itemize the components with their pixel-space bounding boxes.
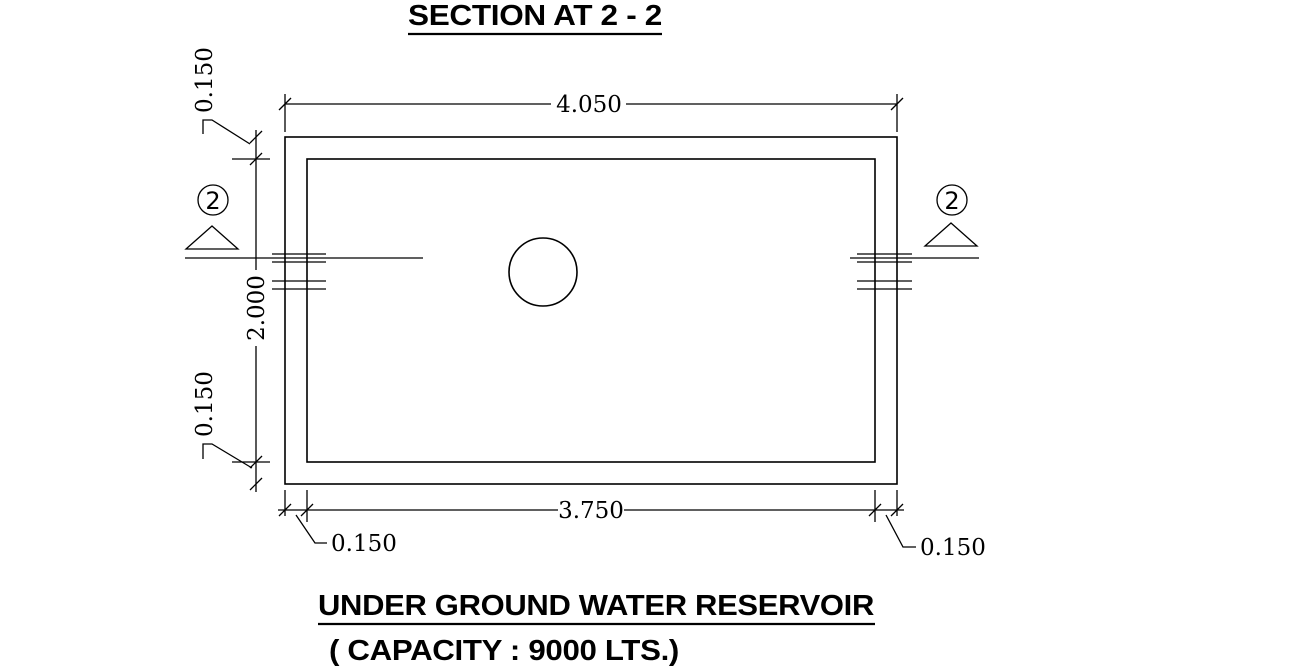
manhole-opening xyxy=(508,237,578,307)
dimension-inner-width: 3.750 xyxy=(278,490,904,524)
dimension-inner-height: 2.000 xyxy=(232,130,270,492)
dimension-wall-left: 0.150 xyxy=(295,514,397,557)
section-marker-right-triangle-icon xyxy=(923,222,979,247)
tank-outer-wall xyxy=(284,136,898,485)
dimension-wall-bottom-label: 0.150 xyxy=(192,371,218,437)
caption-subtitle: ( CAPACITY : 9000 LTS.) xyxy=(329,635,679,667)
dimension-wall-right-label: 0.150 xyxy=(920,535,986,561)
section-marker-left-label: 2 xyxy=(205,187,220,215)
dimension-wall-right: 0.150 xyxy=(885,514,986,561)
dimension-inner-width-label: 3.750 xyxy=(558,498,624,524)
section-marker-right: 2 xyxy=(923,184,979,247)
section-marker-left: 2 xyxy=(184,184,240,250)
right-pipe-outlet xyxy=(850,253,979,290)
section-marker-left-triangle-icon xyxy=(184,225,240,250)
dimension-wall-top: 0.150 xyxy=(192,47,251,145)
dimension-wall-left-label: 0.150 xyxy=(331,531,397,557)
dimension-overall-width: 4.050 xyxy=(278,92,904,132)
left-pipe-inlet xyxy=(185,253,423,290)
caption-title: UNDER GROUND WATER RESERVOIR xyxy=(318,590,874,622)
section-title: SECTION AT 2 - 2 xyxy=(408,0,662,32)
dimension-inner-height-label: 2.000 xyxy=(244,275,270,341)
dimension-wall-top-label: 0.150 xyxy=(192,47,218,113)
dimension-wall-bottom: 0.150 xyxy=(192,371,253,469)
tank-inner-wall xyxy=(306,158,876,463)
section-marker-right-label: 2 xyxy=(944,187,959,215)
dimension-overall-width-label: 4.050 xyxy=(556,92,622,118)
